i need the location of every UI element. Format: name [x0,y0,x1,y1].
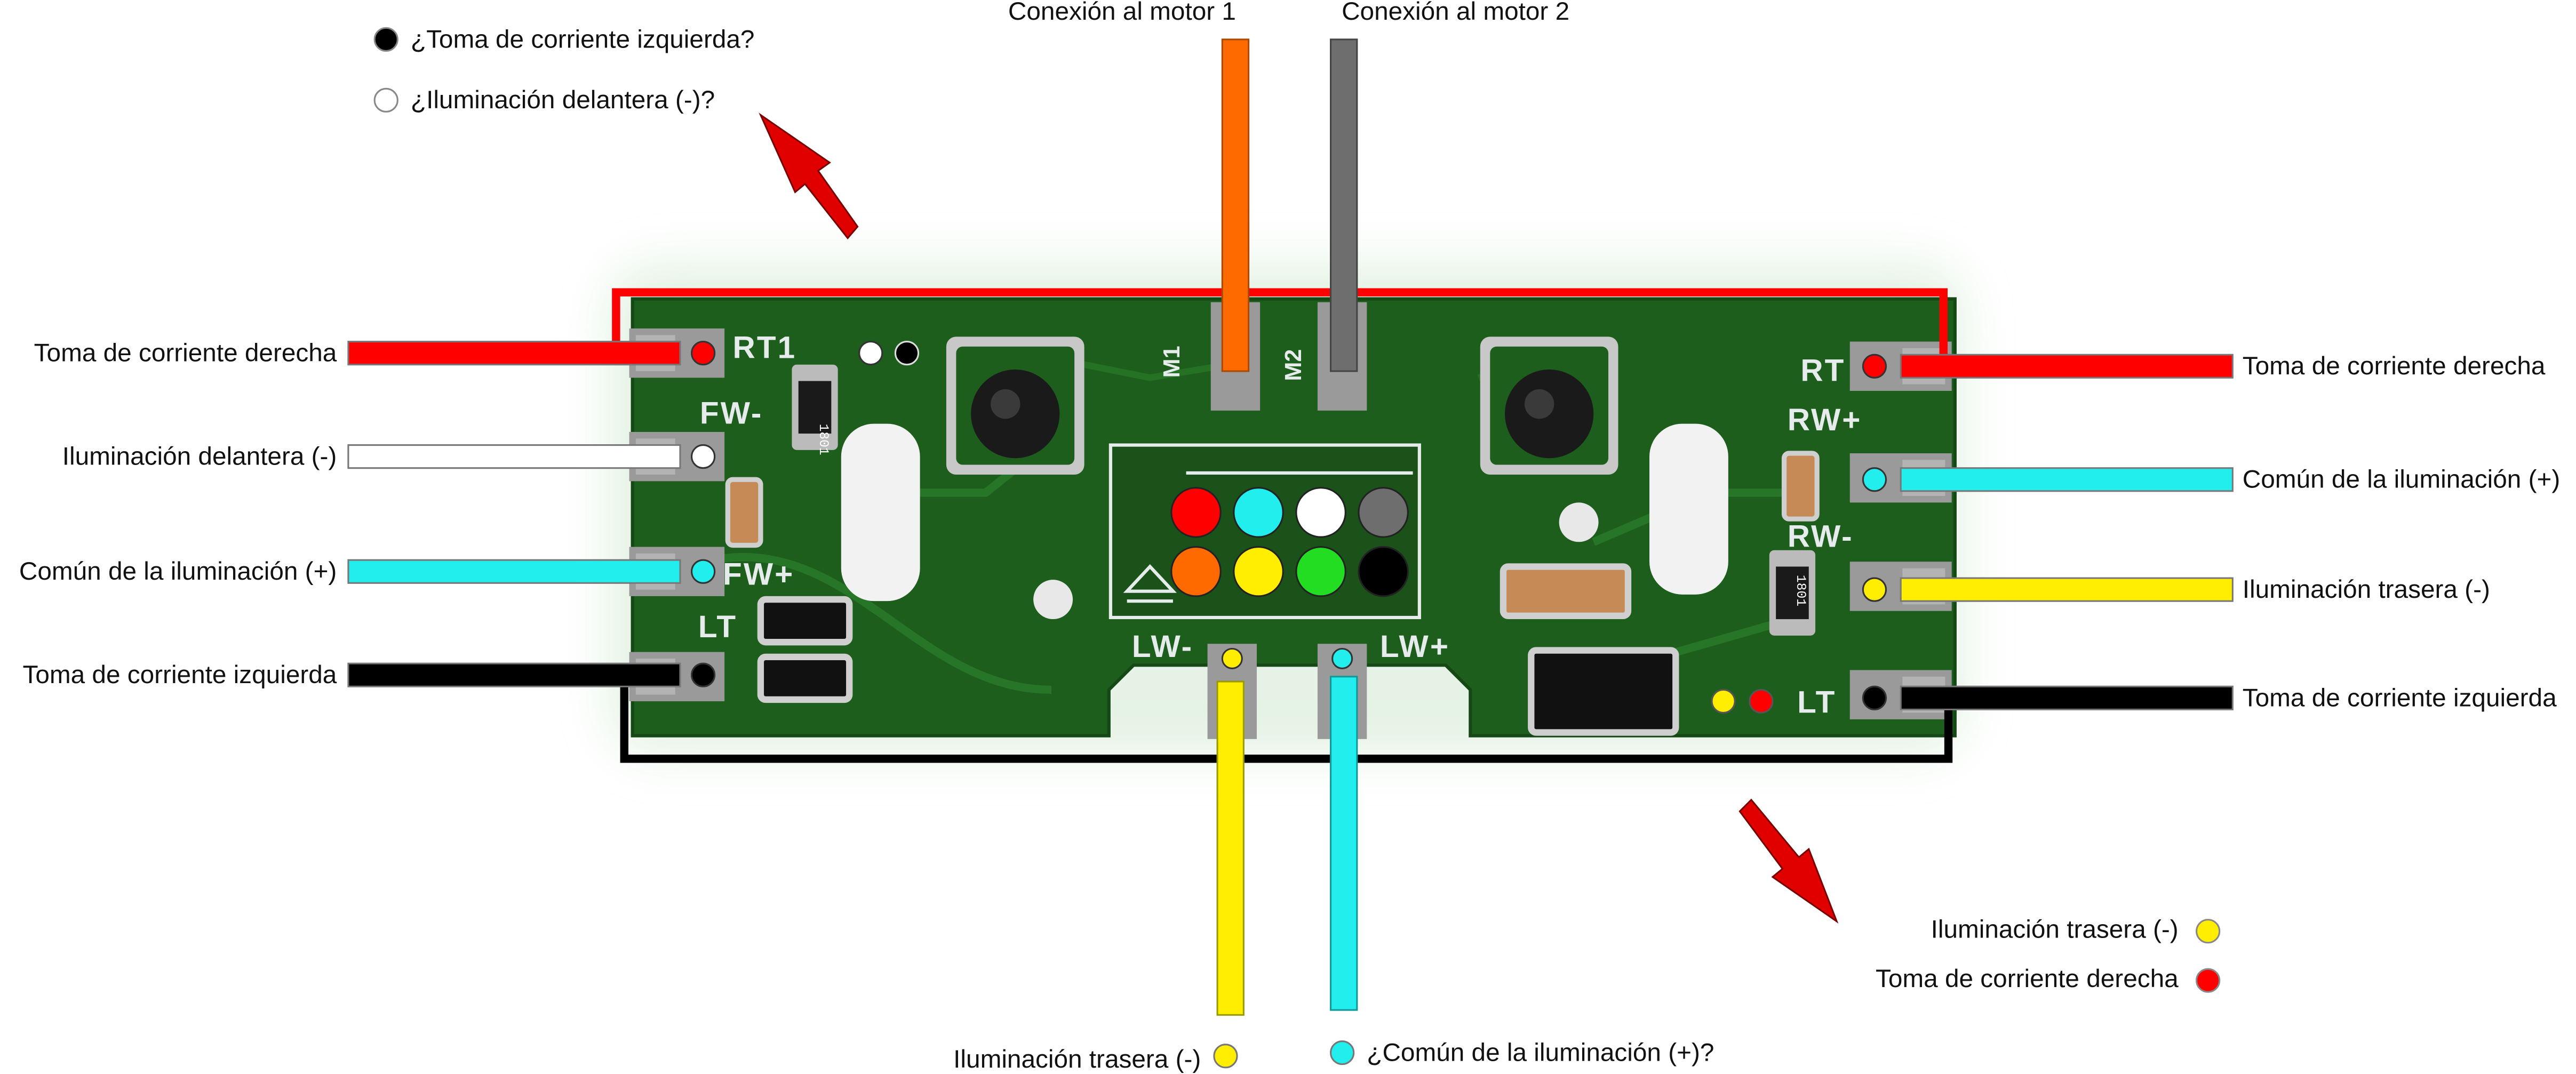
motor-2-wire [1330,38,1358,372]
right-right-power-label: Toma de corriente derecha [2243,352,2546,380]
motor-2-label: Conexión al motor 2 [1342,0,1569,26]
right-left-power-label: Toma de corriente izquierda [2243,684,2557,712]
left-front-light-label: Iluminación delantera (-) [62,443,337,471]
silk-rt: RT [1800,353,1845,388]
ic-left-2 [757,653,853,703]
silk-rt1: RT1 [733,330,797,365]
silk-rw-minus: RW- [1788,519,1854,554]
left-common-label: Común de la iluminación (+) [19,557,337,586]
inductor-right [1480,336,1618,475]
bottom-yellow-wire [1216,680,1245,1016]
black-loop-wire [620,686,1953,763]
right-rear-light-label: Iluminación trasera (-) [2243,575,2490,604]
silk-m1: M1 [1159,346,1185,378]
left-right-power-wire [347,341,681,366]
bottom-cyan-label: ¿Común de la iluminación (+)? [1367,1038,1714,1067]
left-left-power-label: Toma de corriente izquierda [22,661,337,689]
legend-bottom-yellow-label: Iluminación trasera (-) [1931,916,2179,944]
connector-dots [1170,487,1409,597]
connector-dot [1170,487,1222,538]
svg-text:1801: 1801 [816,424,831,455]
silk-lt-right: LT [1797,685,1836,720]
arrow-down-right [1738,798,1839,924]
legend-bottom-red-label: Toma de corriente derecha [1876,965,2179,993]
board-cutout-left [841,423,920,602]
legend-top: ¿Toma de corriente izquierda? ¿Iluminació… [373,25,755,114]
silk-m2: M2 [1281,349,1306,381]
marker-red-bottom [1749,688,1774,714]
bottom-cyan-wire [1330,676,1358,1011]
capacitor-large [1500,563,1632,620]
ic-right [1528,647,1679,736]
right-right-power-dot [1862,354,1887,379]
silk-lw-minus: LW- [1132,629,1193,664]
left-front-light-wire [347,444,681,469]
right-left-power-dot [1862,685,1887,710]
marker-yellow-bottom [1711,688,1736,714]
right-left-power-wire [1900,685,2234,710]
connector-dot [1233,487,1284,538]
marker-white-top [858,341,883,366]
silk-lt-left: LT [698,610,737,644]
bottom-cyan-dot [1331,647,1353,669]
silk-fw-minus: FW- [700,396,763,431]
bottom-cyan-legend-dot [1330,1040,1355,1065]
connector-dot [1233,546,1284,597]
legend-top-white-dot [373,87,398,113]
motor-1-wire [1221,38,1250,372]
right-common-label: Común de la iluminación (+) [2243,466,2560,494]
legend-top-white-label: ¿Iluminación delantera (-)? [411,86,715,114]
legend-top-black-label: ¿Toma de corriente izquierda? [411,25,755,53]
ic-left-1 [757,596,853,646]
left-left-power-wire [347,662,681,687]
right-common-dot [1862,467,1887,492]
red-loop-wire [612,288,1948,358]
silk-fw-plus: FW+ [723,557,794,591]
marker-black-top [894,341,920,366]
connector-dot [1295,487,1346,538]
left-common-wire [347,559,681,584]
silk-rw-plus: RW+ [1788,403,1862,437]
board-cutout-right [1649,423,1728,595]
left-left-power-dot [691,662,716,687]
left-right-power-label: Toma de corriente derecha [34,339,337,367]
bottom-yellow-legend-dot [1213,1044,1238,1069]
connector-dot [1295,546,1346,597]
inductor-left [946,336,1084,475]
right-rear-light-dot [1862,577,1887,602]
legend-top-black-dot [373,27,398,52]
connector-dot [1358,546,1409,597]
capacitor-left [725,477,763,548]
right-common-wire [1900,467,2234,492]
connector-dot [1170,546,1222,597]
left-common-dot [691,559,716,584]
svg-text:1801: 1801 [1793,575,1808,606]
resistor-left: 1801 [792,364,838,455]
bottom-yellow-label: Iluminación trasera (-) [953,1045,1201,1073]
left-right-power-dot [691,341,716,366]
silk-lw-plus: LW+ [1380,629,1450,664]
left-front-light-dot [691,444,716,469]
capacitor-right [1781,451,1820,522]
connector-dot [1358,487,1409,538]
arrow-up-left [759,113,859,239]
resistor-right: 1801 [1769,550,1816,636]
legend-bottom-red-dot [2196,968,2221,993]
legend-bottom-yellow-dot [2196,919,2221,944]
right-right-power-wire [1900,354,2234,379]
legend-bottom-right: Iluminación trasera (-) Toma de corriente… [1876,916,2221,993]
motor-1-label: Conexión al motor 1 [1008,0,1236,26]
right-rear-light-wire [1900,577,2234,602]
bottom-yellow-dot [1221,647,1243,669]
